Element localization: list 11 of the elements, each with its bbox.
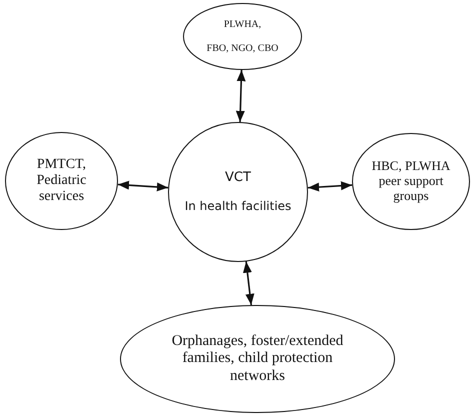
node-label: HBC, PLWHA peer support groups xyxy=(370,159,452,204)
double-arrow xyxy=(118,180,168,192)
double-arrow xyxy=(308,181,352,192)
node-label: PMTCT, Pediatric services xyxy=(36,156,88,206)
node-label: In health facilities xyxy=(184,200,292,214)
node-label: FBO, NGO, CBO xyxy=(206,42,278,54)
double-arrow xyxy=(242,261,254,306)
node-label: PLWHA, xyxy=(224,19,262,30)
node-label: Orphanages, foster/extended families, child protection networks xyxy=(170,333,344,385)
double-arrow xyxy=(236,70,246,122)
node-label: VCT xyxy=(225,170,251,186)
